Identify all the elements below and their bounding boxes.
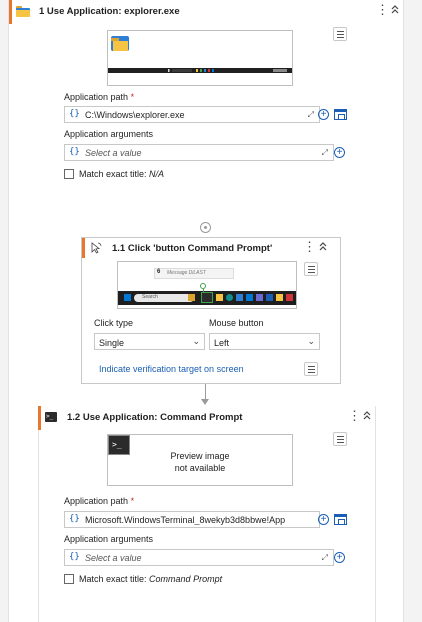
preview-search-box: Search [134, 294, 194, 302]
plus-icon[interactable]: + [318, 514, 329, 525]
taskbar-app-icon [286, 294, 293, 301]
expand-editor-icon[interactable]: ⤢ [307, 110, 314, 119]
folder-icon [16, 6, 30, 17]
preview-tooltip-text: Message DiLAST [167, 270, 206, 276]
plus-icon[interactable]: + [334, 147, 345, 158]
preview-menu-icon[interactable] [333, 27, 347, 41]
taskbar-app-icon [266, 294, 273, 301]
click-type-value: Single [99, 338, 125, 348]
verification-menu-icon[interactable] [304, 362, 318, 376]
activity-card-click: 1.1 Click 'button Command Prompt' ⋮ 6 Me… [81, 237, 341, 384]
indicate-application-icon[interactable] [334, 109, 347, 120]
windows-start-icon [124, 294, 131, 301]
activity-card-border [375, 406, 376, 622]
taskbar-app-icon [256, 294, 263, 301]
preview-tooltip: 6 Message DiLAST [154, 268, 234, 279]
preview-tooltip-icon: 6 [157, 269, 161, 275]
match-exact-title-label: Match exact title: Command Prompt [79, 574, 223, 584]
click-cursor-icon [90, 242, 102, 254]
match-exact-title-value: Command Prompt [149, 574, 223, 584]
preview-taskbar: Search [118, 291, 296, 305]
plus-icon[interactable]: + [318, 109, 329, 120]
header-accent-bar [38, 406, 41, 430]
application-path-label: Application path * [64, 92, 135, 102]
explorer-screenshot-image [108, 36, 292, 73]
activity-header-use-application-explorer[interactable]: 1 Use Application: explorer.exe ⋮ [9, 0, 403, 24]
expand-editor-icon[interactable]: ⤢ [321, 148, 328, 157]
application-arguments-field[interactable]: {} Select a value ⤢ [64, 144, 334, 161]
match-exact-title-checkbox[interactable] [64, 574, 74, 584]
match-exact-title-checkbox[interactable] [64, 169, 74, 179]
chevron-down-icon: ⌄ [192, 336, 200, 346]
application-arguments-placeholder: Select a value [85, 148, 142, 158]
click-type-label: Click type [94, 318, 134, 328]
required-mark: * [130, 496, 135, 506]
mouse-button-select[interactable]: Left ⌄ [209, 333, 320, 350]
command-prompt-target-icon [201, 292, 213, 303]
activity-header-click[interactable]: 1.1 Click 'button Command Prompt' ⋮ [82, 238, 340, 258]
activity-title: 1.2 Use Application: Command Prompt [67, 412, 243, 423]
application-arguments-label: Application arguments [64, 534, 154, 544]
application-path-field[interactable]: {} C:\Windows\explorer.exe ⤢ [64, 106, 320, 123]
required-mark: * [130, 92, 135, 102]
command-prompt-icon [45, 412, 57, 422]
header-accent-bar [82, 238, 85, 258]
target-anchor-icon [200, 283, 206, 289]
collapse-icon[interactable] [390, 4, 400, 17]
connector-arrow-icon [201, 399, 209, 405]
expand-editor-icon[interactable]: ⤢ [321, 553, 328, 562]
activity-title: 1.1 Click 'button Command Prompt' [112, 243, 273, 254]
preview-not-available-text: Preview image not available [170, 451, 230, 473]
workflow-canvas: 1 Use Application: explorer.exe ⋮ Applic… [8, 0, 404, 622]
match-exact-title-label: Match exact title: N/A [79, 169, 165, 179]
add-activity-drop-point-icon[interactable] [200, 222, 211, 233]
application-path-field[interactable]: {} Microsoft.WindowsTerminal_8wekyb3d8bb… [64, 511, 320, 528]
taskbar-app-icon [276, 294, 283, 301]
header-accent-bar [9, 0, 12, 24]
more-options-icon[interactable]: ⋮ [348, 408, 361, 423]
taskbar-app-icon [246, 294, 253, 301]
command-prompt-preview-icon: >_ [108, 435, 130, 455]
expression-braces-icon: {} [69, 147, 80, 157]
plus-icon[interactable]: + [334, 552, 345, 563]
application-path-label: Application path * [64, 496, 135, 506]
preview-search-text: Search [142, 294, 158, 300]
match-exact-title-value: N/A [149, 169, 165, 179]
connector-line [205, 384, 206, 400]
application-path-value: Microsoft.WindowsTerminal_8wekyb3d8bbwe!… [85, 515, 286, 525]
more-options-icon[interactable]: ⋮ [376, 2, 389, 17]
target-screenshot-preview[interactable]: 6 Message DiLAST Search [117, 261, 297, 309]
screenshot-preview[interactable] [107, 30, 293, 86]
activity-header-use-application-command-prompt[interactable]: 1.2 Use Application: Command Prompt ⋮ [9, 406, 403, 430]
collapse-icon[interactable] [362, 410, 372, 423]
expression-braces-icon: {} [69, 109, 80, 119]
preview-menu-icon[interactable] [333, 432, 347, 446]
indicate-application-icon[interactable] [334, 514, 347, 525]
indicate-verification-target-link[interactable]: Indicate verification target on screen [99, 364, 244, 374]
mouse-button-label: Mouse button [209, 318, 264, 328]
target-anchor-line [203, 289, 204, 293]
taskbar-app-icon [236, 294, 243, 301]
application-arguments-placeholder: Select a value [85, 553, 142, 563]
screenshot-preview[interactable]: >_ Preview image not available [107, 434, 293, 486]
expression-braces-icon: {} [69, 514, 80, 524]
activity-title: 1 Use Application: explorer.exe [39, 6, 180, 17]
taskbar-app-icon [226, 294, 233, 301]
click-type-select[interactable]: Single ⌄ [94, 333, 205, 350]
application-arguments-field[interactable]: {} Select a value ⤢ [64, 549, 334, 566]
chevron-down-icon: ⌄ [307, 336, 315, 346]
collapse-icon[interactable] [318, 241, 328, 254]
mouse-button-value: Left [214, 338, 230, 348]
application-arguments-label: Application arguments [64, 129, 154, 139]
preview-menu-icon[interactable] [304, 262, 318, 276]
taskbar-app-icon [216, 294, 223, 301]
application-path-value: C:\Windows\explorer.exe [85, 110, 185, 120]
activity-card-border [38, 430, 39, 622]
more-options-icon[interactable]: ⋮ [303, 239, 316, 254]
taskbar-app-icon [188, 294, 195, 301]
expression-braces-icon: {} [69, 552, 80, 562]
